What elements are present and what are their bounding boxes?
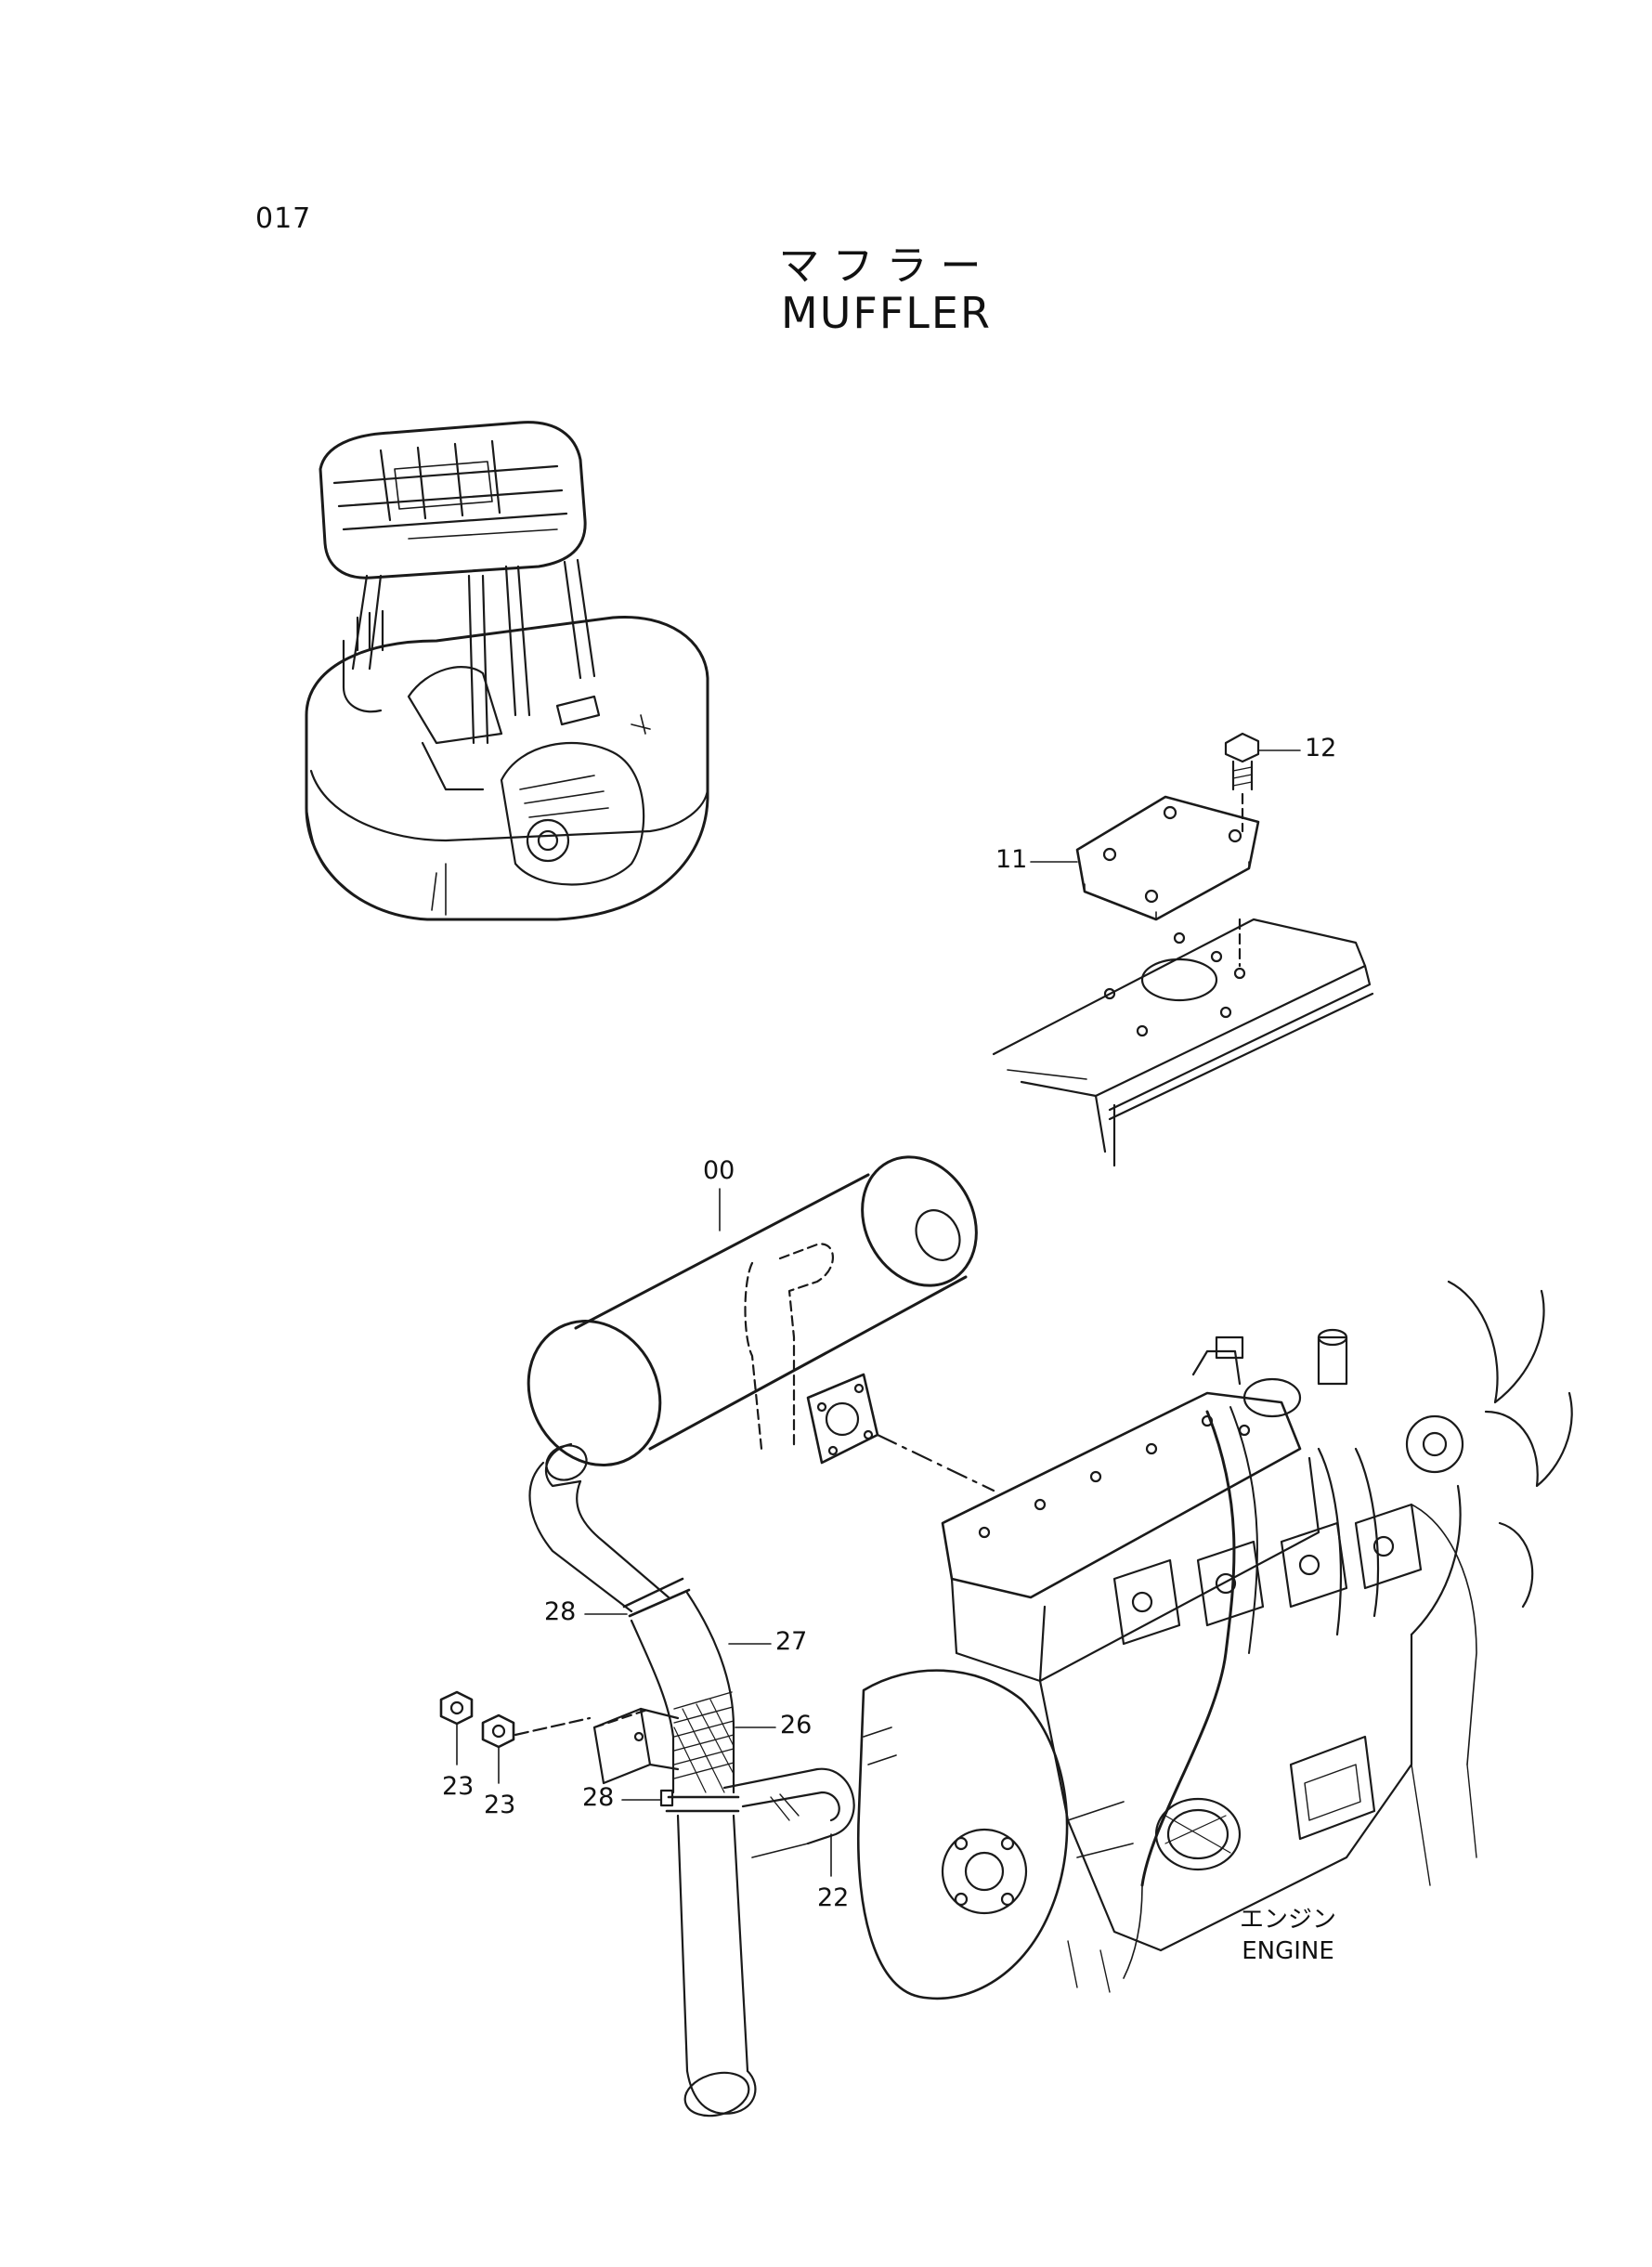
callout-26: 26 [780,1711,813,1739]
callout-22: 22 [817,1883,850,1912]
cover-plate-assembly [992,732,1374,1167]
callout-28-upper: 28 [544,1597,577,1626]
engine-label: エンジン ENGINE [1240,1904,1336,1967]
machine-locator-illustration [305,421,709,921]
page-title-japanese: マフラー [778,242,995,290]
callout-leader-lines [456,749,1301,1877]
callout-28-lower: 28 [582,1783,615,1812]
callout-23-right: 23 [484,1791,516,1819]
callout-23-left: 23 [442,1772,475,1801]
engine-label-english: ENGINE [1242,1937,1334,1965]
muffler-assembly [439,1155,995,2117]
callout-00: 00 [703,1156,735,1185]
engine-label-japanese: エンジン [1240,1906,1337,1934]
page-title: MUFFLER [781,288,992,338]
callout-27: 27 [775,1627,808,1656]
callout-11: 11 [995,845,1028,874]
engine-illustration [857,1280,1573,2000]
callout-12: 12 [1305,734,1337,762]
page-number: 017 [255,202,312,235]
